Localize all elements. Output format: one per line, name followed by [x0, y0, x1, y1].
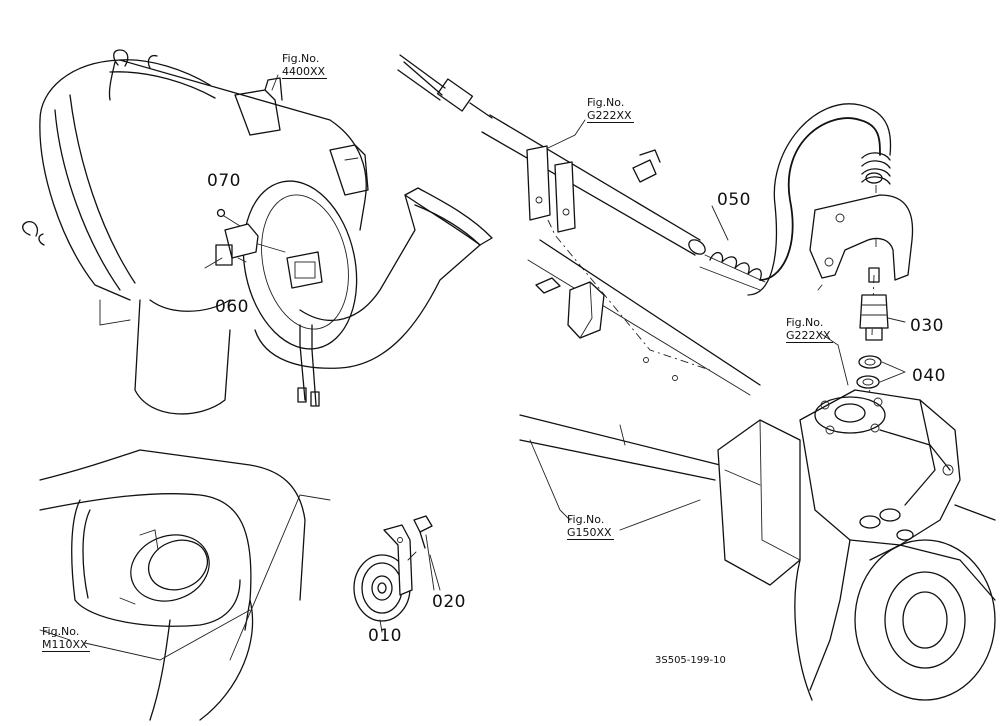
- figure-ref-number: G222XX: [786, 329, 833, 343]
- frame-bracket: [535, 277, 678, 381]
- switch-060: [204, 223, 286, 269]
- part-number-010: 010: [368, 626, 402, 646]
- air-cleaner-assembly: [22, 49, 493, 415]
- part-number-050: 050: [717, 190, 751, 210]
- figure-ref-g222xx-top: Fig.No. G222XX: [587, 96, 634, 123]
- part-number-020: 020: [432, 592, 466, 612]
- fender-panel: [39, 449, 306, 721]
- mounting-bracket: [809, 194, 914, 291]
- figure-ref-label: Fig.No.: [282, 52, 320, 65]
- figure-ref-label: Fig.No.: [42, 625, 80, 638]
- sensor-030: [859, 267, 906, 341]
- figure-ref-g150xx: Fig.No. G150XX: [567, 513, 614, 540]
- figure-ref-number: G150XX: [567, 526, 614, 540]
- part-number-060: 060: [215, 297, 249, 317]
- figure-ref-number: G222XX: [587, 109, 634, 123]
- figure-ref-number: M110XX: [42, 638, 90, 652]
- figure-ref-g222xx-mid: Fig.No. G222XX: [786, 316, 833, 343]
- horn-010: [353, 524, 417, 622]
- part-number-040: 040: [912, 366, 946, 386]
- figure-ref-label: Fig.No.: [587, 96, 625, 109]
- washers-040: [856, 355, 906, 389]
- part-number-030: 030: [910, 316, 944, 336]
- figure-ref-m110xx: Fig.No. M110XX: [42, 625, 90, 652]
- leader-lines: [84, 74, 849, 661]
- figure-ref-label: Fig.No.: [786, 316, 824, 329]
- part-number-070: 070: [207, 171, 241, 191]
- drawing-number: 3S505-199-10: [655, 655, 726, 666]
- screw-070: [216, 208, 241, 227]
- cable-assembly: [397, 54, 892, 416]
- figure-ref-number: 4400XX: [282, 65, 328, 79]
- figure-ref-label: Fig.No.: [567, 513, 605, 526]
- figure-ref-4400xx: Fig.No. 4400XX: [282, 52, 328, 79]
- bolt-020: [413, 515, 435, 591]
- axle-housing: [519, 239, 996, 701]
